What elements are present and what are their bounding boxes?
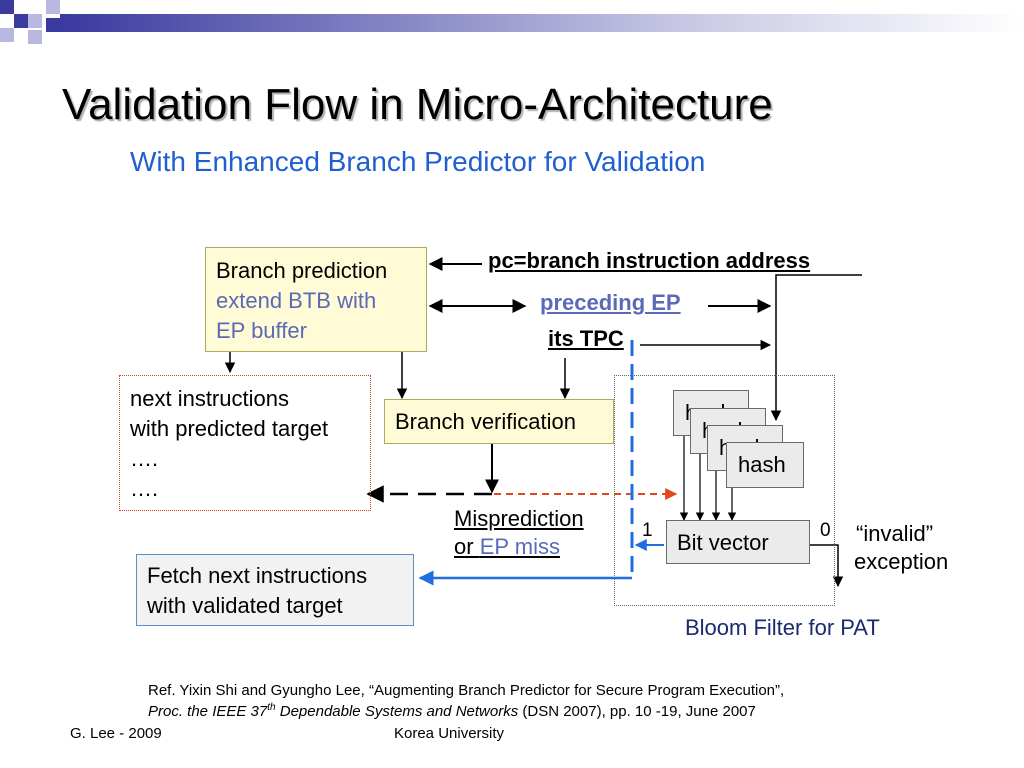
branch-verification-label: Branch verification xyxy=(395,409,576,434)
next-instructions-line3: …. xyxy=(130,446,159,471)
invalid-line1: “invalid” xyxy=(856,521,934,546)
invalid-line2: exception xyxy=(854,549,949,574)
bit-one-label: 1 xyxy=(642,520,653,541)
page-title: Validation Flow in Micro-Architecture xyxy=(62,80,773,129)
next-instructions-box: next instructions with predicted target … xyxy=(119,375,371,511)
fetch-next-line1: Fetch next instructions xyxy=(147,563,368,588)
footer-institution: Korea University xyxy=(394,725,505,742)
next-instructions-line1: next instructions xyxy=(130,386,289,411)
header-square-1 xyxy=(0,0,14,14)
branch-verification-box: Branch verification xyxy=(384,399,614,444)
reference-proc: Proc. the IEEE 37 xyxy=(148,703,268,720)
header-square-2 xyxy=(14,0,28,14)
page-subtitle: With Enhanced Branch Predictor for Valid… xyxy=(130,146,706,177)
header-square-6 xyxy=(46,0,60,14)
header-square-8 xyxy=(28,30,42,44)
misprediction-or: or xyxy=(454,534,480,559)
hash-box-4: hash xyxy=(726,442,804,488)
bit-vector-box: Bit vector xyxy=(666,520,810,564)
header-square-9 xyxy=(46,18,60,32)
branch-prediction-title: Branch prediction xyxy=(216,258,388,283)
bit-zero-label: 0 xyxy=(820,520,831,541)
header-square-5 xyxy=(28,14,42,28)
next-instructions-line4: …. xyxy=(130,476,159,501)
reference-conf: Dependable Systems and Networks xyxy=(275,703,519,720)
bloom-filter-region xyxy=(614,375,835,606)
header-square-3 xyxy=(28,0,42,14)
next-instructions-line2: with predicted target xyxy=(130,416,329,441)
fetch-next-box: Fetch next instructions with validated t… xyxy=(136,554,414,626)
footer-author: G. Lee - 2009 xyxy=(70,725,162,742)
header-square-7 xyxy=(0,28,14,42)
its-tpc-label: its TPC xyxy=(548,326,624,351)
arrow-bitvector-zero xyxy=(810,544,844,588)
misprediction-label: Misprediction or EP miss xyxy=(454,505,584,561)
invalid-exception-label: “invalid” exception xyxy=(854,520,948,576)
ep-miss-link[interactable]: EP miss xyxy=(479,534,560,559)
header-square-4 xyxy=(14,14,28,28)
pc-label: pc=branch instruction address xyxy=(488,248,811,273)
branch-prediction-detail-2: EP buffer xyxy=(216,318,307,343)
fetch-next-line2: with validated target xyxy=(147,593,343,618)
reference-details: (DSN 2007), pp. 10 -19, June 2007 xyxy=(518,703,756,720)
reference-line2: Proc. the IEEE 37th Dependable Systems a… xyxy=(148,702,756,720)
reference-line1: Ref. Yixin Shi and Gyungho Lee, “Augment… xyxy=(148,682,785,699)
line-pc-to-hash xyxy=(770,274,862,422)
misprediction-line2: or EP miss xyxy=(454,533,584,561)
bloom-filter-label: Bloom Filter for PAT xyxy=(685,615,880,640)
preceding-ep-label: preceding EP xyxy=(540,290,681,315)
branch-prediction-detail-1: extend BTB with xyxy=(216,288,377,313)
misprediction-line1: Misprediction xyxy=(454,506,584,531)
reference-sup: th xyxy=(267,702,276,713)
hash-label-4: hash xyxy=(738,452,786,477)
branch-prediction-box: Branch prediction extend BTB with EP buf… xyxy=(205,247,427,352)
bit-vector-label: Bit vector xyxy=(677,530,769,555)
header-gradient-bar xyxy=(60,14,1024,32)
